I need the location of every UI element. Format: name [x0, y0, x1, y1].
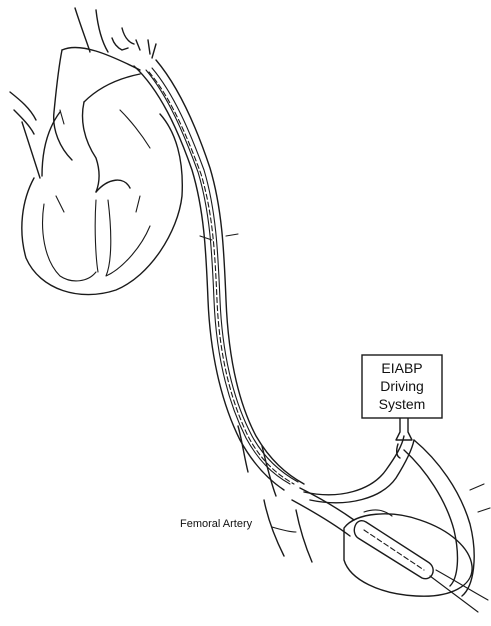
- vein-left-3: [22, 122, 40, 178]
- atrial-wall: [120, 110, 150, 148]
- aorta-ascending-left: [54, 50, 72, 160]
- vessel-branch-mid: [96, 10, 108, 52]
- aorta-branch-mark-2: [226, 234, 238, 236]
- aorta-wall-left: [134, 66, 284, 490]
- femoral-artery-label: Femoral Artery: [180, 518, 253, 530]
- device-box-line2: Driving: [380, 378, 424, 394]
- heart: [10, 8, 182, 295]
- chamber-right: [106, 200, 150, 276]
- vessel-stub-3: [152, 44, 156, 58]
- vessel-stub-2: [148, 40, 150, 54]
- femoral-artery-leader: [272, 527, 296, 532]
- femoral-artery-callout: Femoral Artery: [180, 518, 296, 532]
- pulmonary-trunk: [96, 180, 130, 192]
- vessel-branch-right: [112, 38, 128, 50]
- femoral-connection: [292, 418, 490, 612]
- iliac-branch-2: [262, 446, 276, 496]
- aortic-arch-inner: [84, 74, 140, 102]
- aortic-arch-top: [62, 47, 140, 70]
- pump-capsule-core: [364, 530, 424, 570]
- device-box-line3: System: [379, 396, 426, 412]
- driving-system-box: EIABP Driving System: [362, 355, 442, 418]
- catheter-balloon-core: [149, 72, 294, 484]
- vessel-branch-right2: [122, 28, 134, 44]
- aorta-ascending-right: [83, 102, 100, 192]
- device-box-line1: EIABP: [381, 360, 422, 376]
- vessel-stub-1: [136, 40, 140, 50]
- tube-tick: [470, 484, 484, 490]
- valve-mark-3: [60, 110, 64, 124]
- valve-mark-1: [56, 196, 64, 212]
- chamber-left: [43, 204, 96, 281]
- aorta-with-catheter: [134, 60, 312, 562]
- drive-tube-right: [414, 440, 474, 596]
- vessel-branch-left: [75, 8, 90, 52]
- valve-mark-2: [136, 196, 140, 212]
- vein-left-1: [10, 92, 36, 120]
- left-atrium-edge: [42, 112, 60, 176]
- iliac-branch-4: [296, 510, 312, 562]
- tube-tick-2: [478, 508, 490, 512]
- catheter-line-left: [146, 70, 290, 484]
- septum: [95, 200, 98, 272]
